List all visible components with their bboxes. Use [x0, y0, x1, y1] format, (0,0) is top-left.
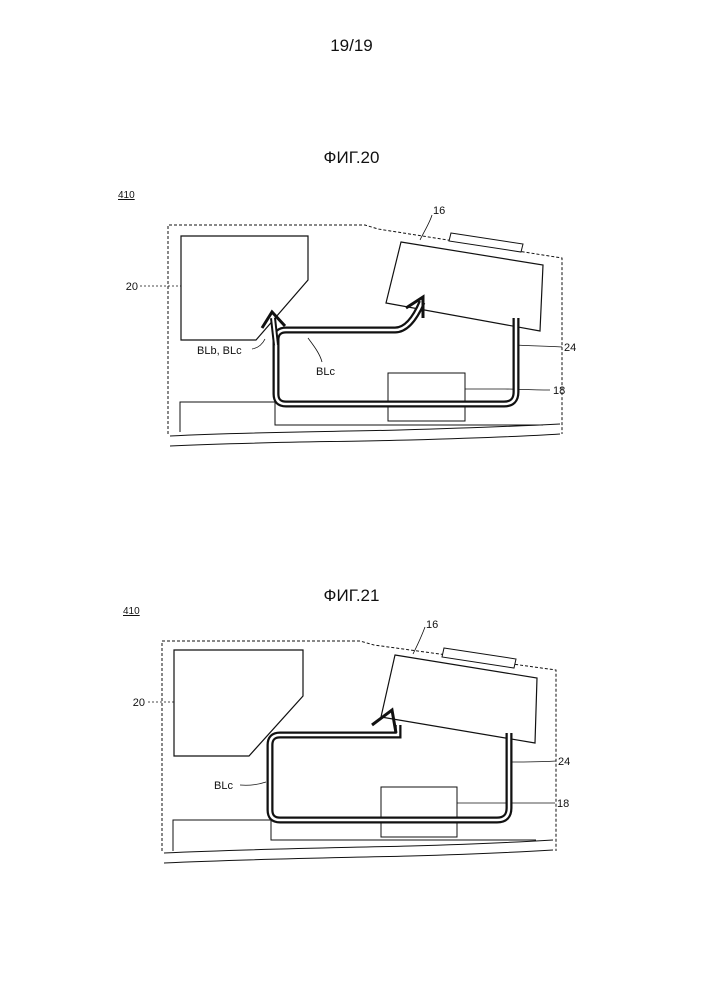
fan-18-21: [381, 787, 457, 837]
ground-line-lower-21: [164, 850, 553, 863]
ground-line-lower: [170, 434, 560, 446]
assembly-ref-label-21: 410: [123, 606, 140, 617]
duct-24-label: 24: [564, 342, 576, 354]
cabinet-20: [181, 236, 308, 340]
ground-line-upper: [170, 424, 560, 436]
unit-16-label: 16: [433, 205, 445, 217]
page-number: 19/19: [0, 36, 703, 56]
flow-label-blc: BLc: [316, 366, 335, 378]
unit-16-top-plate: [449, 233, 523, 252]
fan-18-label: 18: [553, 385, 565, 397]
fan-18-label-21: 18: [557, 798, 569, 810]
unit-16-label-21: 16: [426, 619, 438, 631]
figure-title-20: ФИГ.20: [0, 148, 703, 168]
ground-line-upper-21: [164, 840, 553, 853]
fan-18: [388, 373, 465, 421]
cabinet-20-label-21: 20: [133, 697, 145, 709]
flow-label-blc-21: BLc: [214, 780, 233, 792]
figure-20-diagram: 410 20 16 18 24 BLb, BLc BLc: [0, 180, 703, 470]
figure-21-diagram: 410 20 16 18 24 BLc: [0, 600, 703, 880]
duct-24-label-21: 24: [558, 756, 570, 768]
assembly-ref-label: 410: [118, 190, 135, 201]
cabinet-20-21: [174, 650, 303, 756]
floor-base-21: [173, 820, 536, 851]
cabinet-20-label: 20: [126, 281, 138, 293]
flow-label-blb-blc: BLb, BLc: [197, 345, 242, 357]
